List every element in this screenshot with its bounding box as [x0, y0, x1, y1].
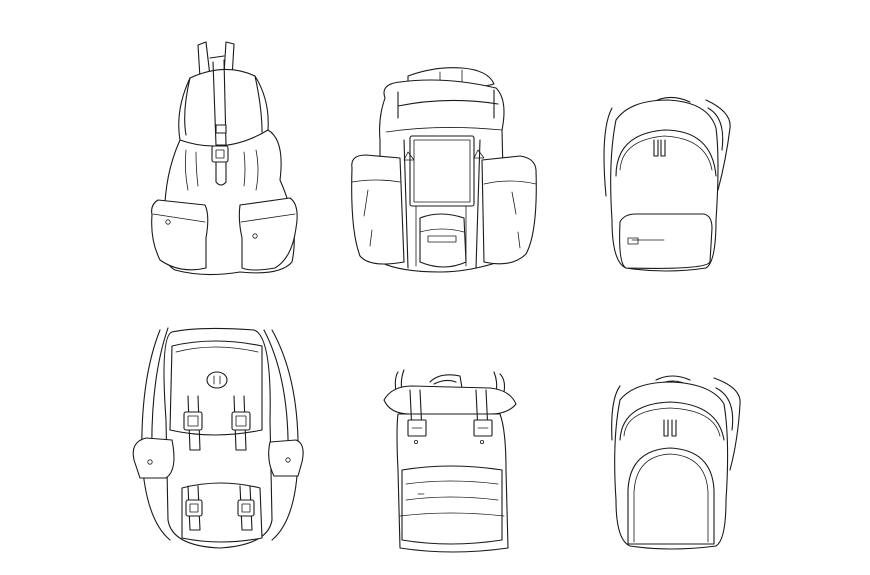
backpack-rucksack-buckles — [132, 327, 304, 549]
backpack-rolltop-straps — [383, 369, 517, 553]
backpack-hiking-flap — [351, 67, 537, 273]
backpack-drawstring-buckle — [151, 41, 298, 276]
backpack-dome-front-panel — [611, 375, 741, 550]
backpack-simple-zip — [603, 96, 731, 272]
